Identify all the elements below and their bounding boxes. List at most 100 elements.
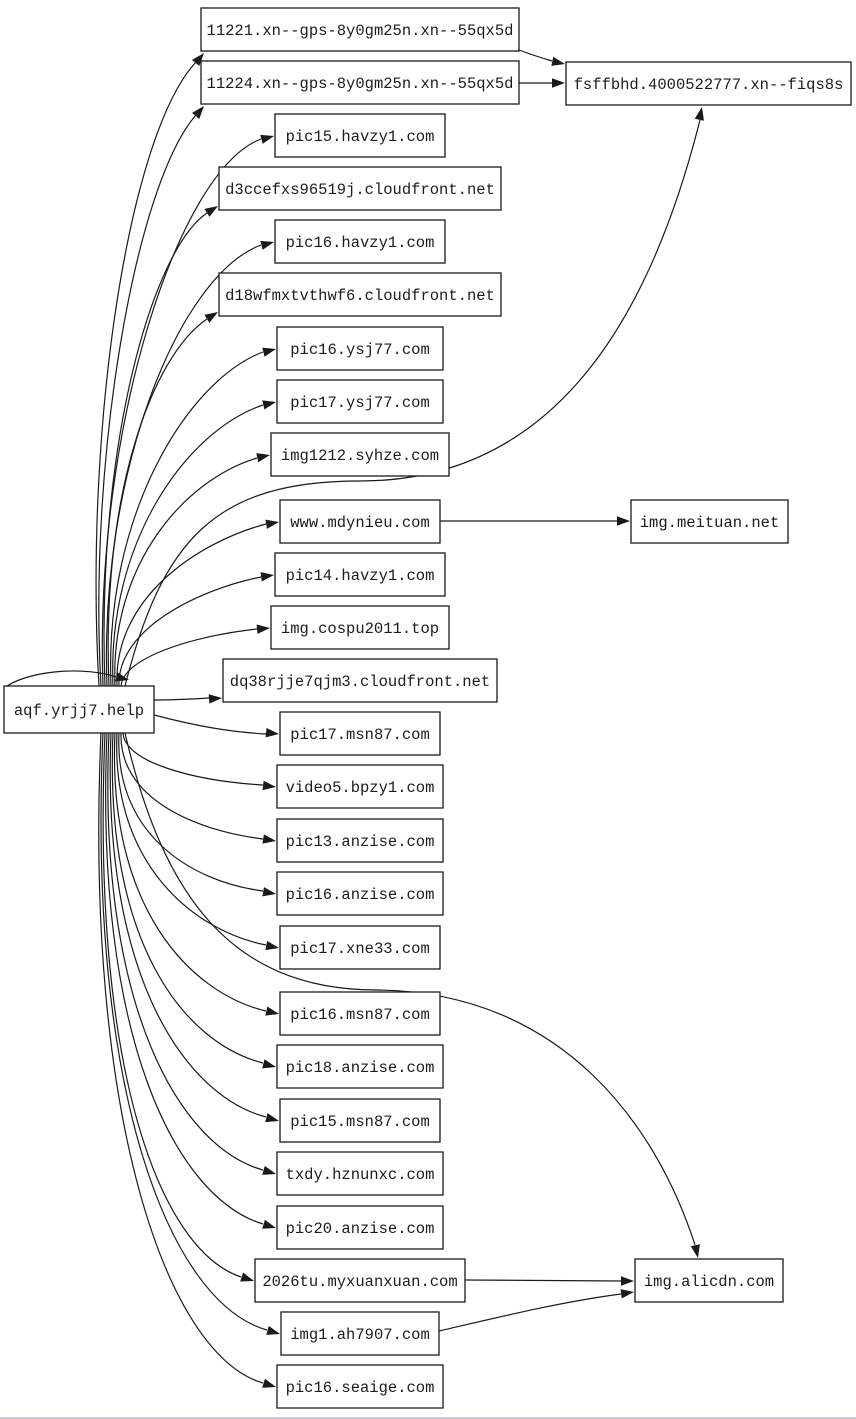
arrowhead-icon bbox=[204, 206, 218, 217]
node-box bbox=[279, 711, 441, 756]
arrowhead-icon bbox=[266, 1325, 280, 1335]
node-box bbox=[276, 1151, 444, 1196]
node-aqf-yrjj7-help: aqf.yrjj7.help bbox=[3, 685, 155, 734]
arrowhead-icon bbox=[192, 53, 204, 66]
node-box bbox=[276, 1044, 444, 1089]
edge-aqf-yrjj7-help-to-pic16-seaige-com bbox=[98, 732, 276, 1388]
node-label: img1212.syhze.com bbox=[281, 447, 439, 465]
edge-aqf-yrjj7-help-to-pic16-ysj77-com bbox=[110, 347, 276, 687]
node-fsffbhd-4000522777-xn-fiqs8s: fsffbhd.4000522777.xn--fiqs8s bbox=[565, 61, 852, 106]
arrowhead-icon bbox=[260, 572, 274, 582]
node-img-alicdn-com: img.alicdn.com bbox=[634, 1258, 784, 1303]
edge-aqf-yrjj7-help-to-pic15-havzy1-com bbox=[101, 134, 274, 687]
arrowhead-icon bbox=[256, 453, 270, 463]
arrowhead-icon bbox=[240, 1272, 254, 1282]
edge-aqf-yrjj7-help-to-pic17-msn87-com bbox=[153, 714, 279, 738]
node-pic16-msn87-com: pic16.msn87.com bbox=[279, 991, 441, 1036]
node-label: pic16.seaige.com bbox=[286, 1379, 435, 1397]
arrowhead-icon bbox=[256, 624, 270, 634]
node-label: d3ccefxs96519j.cloudfront.net bbox=[225, 181, 495, 199]
node-www-mdynieu-com: www.mdynieu.com bbox=[279, 499, 441, 544]
node-label: img.alicdn.com bbox=[644, 1273, 774, 1291]
node-box bbox=[279, 1098, 441, 1143]
node-box bbox=[270, 605, 450, 650]
edge-aqf-yrjj7-help-to-img-alicdn-com bbox=[124, 732, 700, 1258]
edge-11224-xn-gps-8y0gm25n-xn-55qx5d-to-fsffbhd-4000522777-xn-fiqs8s bbox=[519, 78, 565, 88]
node-box bbox=[218, 166, 502, 211]
edge-aqf-yrjj7-help-to-pic13-anzise-com bbox=[120, 732, 276, 844]
node-label: pic13.anzise.com bbox=[286, 833, 435, 851]
node-box bbox=[3, 685, 155, 734]
node-box bbox=[274, 113, 446, 158]
arrowhead-icon bbox=[552, 78, 565, 88]
node-box bbox=[565, 61, 852, 106]
edge-2026tu-myxuanxuan-com-to-img-alicdn-com bbox=[464, 1276, 634, 1286]
node-label: fsffbhd.4000522777.xn--fiqs8s bbox=[574, 76, 844, 94]
node-d3ccefxs96519j-cloudfront-net: d3ccefxs96519j.cloudfront.net bbox=[218, 166, 502, 211]
node-11224-xn-gps-8y0gm25n-xn-55qx5d: 11224.xn--gps-8y0gm25n.xn--55qx5d bbox=[200, 60, 520, 105]
node-label: 11224.xn--gps-8y0gm25n.xn--55qx5d bbox=[207, 75, 514, 93]
node-box bbox=[276, 379, 444, 424]
node-img1212-syhze-com: img1212.syhze.com bbox=[270, 432, 450, 477]
node-pic16-anzise-com: pic16.anzise.com bbox=[276, 871, 444, 916]
node-box bbox=[279, 499, 441, 544]
node-pic16-seaige-com: pic16.seaige.com bbox=[276, 1364, 444, 1409]
node-label: 11221.xn--gps-8y0gm25n.xn--55qx5d bbox=[207, 22, 514, 40]
arrowhead-icon bbox=[262, 780, 276, 791]
node-box bbox=[276, 764, 444, 809]
arrowhead-icon bbox=[262, 400, 276, 410]
arrowhead-icon bbox=[694, 107, 704, 121]
arrowhead-icon bbox=[620, 1289, 634, 1299]
edge-aqf-yrjj7-help-to-www-mdynieu-com bbox=[116, 519, 279, 687]
node-box bbox=[634, 1258, 784, 1303]
arrowhead-icon bbox=[262, 1165, 276, 1175]
node-d18wfmxtvthwf6-cloudfront-net: d18wfmxtvthwf6.cloudfront.net bbox=[218, 272, 502, 317]
edge-aqf-yrjj7-help-to-11224-xn-gps-8y0gm25n-xn-55qx5d bbox=[98, 106, 204, 687]
edge-aqf-yrjj7-help-to-pic16-havzy1-com bbox=[105, 240, 274, 687]
node-box bbox=[222, 658, 498, 703]
arrowhead-icon bbox=[260, 134, 274, 144]
node-11221-xn-gps-8y0gm25n-xn-55qx5d: 11221.xn--gps-8y0gm25n.xn--55qx5d bbox=[200, 7, 520, 52]
arrowhead-icon bbox=[265, 727, 279, 738]
node-label: dq38rjje7qjm3.cloudfront.net bbox=[230, 673, 490, 691]
node-2026tu-myxuanxuan-com: 2026tu.myxuanxuan.com bbox=[254, 1258, 466, 1303]
node-img-cospu2011-top: img.cospu2011.top bbox=[270, 605, 450, 650]
node-img-meituan-net: img.meituan.net bbox=[630, 499, 789, 544]
node-box bbox=[276, 1364, 444, 1409]
arrowhead-icon bbox=[621, 1276, 634, 1286]
arrowhead-icon bbox=[260, 240, 274, 250]
node-label: www.mdynieu.com bbox=[290, 514, 430, 532]
edge-aqf-yrjj7-help-to-aqf-yrjj7-help bbox=[6, 670, 129, 687]
node-box bbox=[254, 1258, 466, 1303]
node-box bbox=[274, 552, 446, 597]
arrowhead-icon bbox=[262, 1219, 276, 1229]
edge-aqf-yrjj7-help-to-d18wfmxtvthwf6-cloudfront-net bbox=[107, 312, 218, 687]
edge-aqf-yrjj7-help-to-pic17-xne33-com bbox=[116, 732, 279, 951]
edge-www-mdynieu-com-to-img-meituan-net bbox=[440, 516, 630, 526]
node-box bbox=[200, 7, 520, 52]
node-label: d18wfmxtvthwf6.cloudfront.net bbox=[225, 287, 495, 305]
edge-aqf-yrjj7-help-to-pic15-msn87-com bbox=[109, 732, 279, 1123]
edge-aqf-yrjj7-help-to-pic17-ysj77-com bbox=[112, 400, 276, 687]
node-label: aqf.yrjj7.help bbox=[14, 702, 144, 720]
edge-11221-xn-gps-8y0gm25n-xn-55qx5d-to-fsffbhd-4000522777-xn-fiqs8s bbox=[518, 49, 565, 66]
node-label: pic17.msn87.com bbox=[290, 726, 430, 744]
edge-aqf-yrjj7-help-to-pic16-msn87-com bbox=[113, 732, 279, 1016]
edge-aqf-yrjj7-help-to-dq38rjje7qjm3-cloudfront-net bbox=[153, 694, 222, 704]
arrowhead-icon bbox=[262, 834, 276, 844]
edge-aqf-yrjj7-help-to-img-cospu2011-top bbox=[120, 624, 270, 687]
node-pic16-havzy1-com: pic16.havzy1.com bbox=[274, 219, 446, 264]
arrowhead-icon bbox=[265, 1113, 279, 1123]
node-box bbox=[276, 818, 444, 863]
node-pic17-xne33-com: pic17.xne33.com bbox=[279, 925, 441, 970]
node-label: pic20.anzise.com bbox=[286, 1220, 435, 1238]
node-label: pic15.msn87.com bbox=[290, 1113, 430, 1131]
edge-aqf-yrjj7-help-to-fsffbhd-4000522777-xn-fiqs8s bbox=[124, 107, 704, 687]
node-label: img1.ah7907.com bbox=[290, 1326, 430, 1344]
edge-aqf-yrjj7-help-to-d3ccefxs96519j-cloudfront-net bbox=[103, 206, 218, 687]
edge-aqf-yrjj7-help-to-txdy-hznunxc-com bbox=[107, 732, 276, 1175]
arrowhead-icon bbox=[265, 940, 279, 951]
arrowhead-icon bbox=[617, 516, 630, 526]
